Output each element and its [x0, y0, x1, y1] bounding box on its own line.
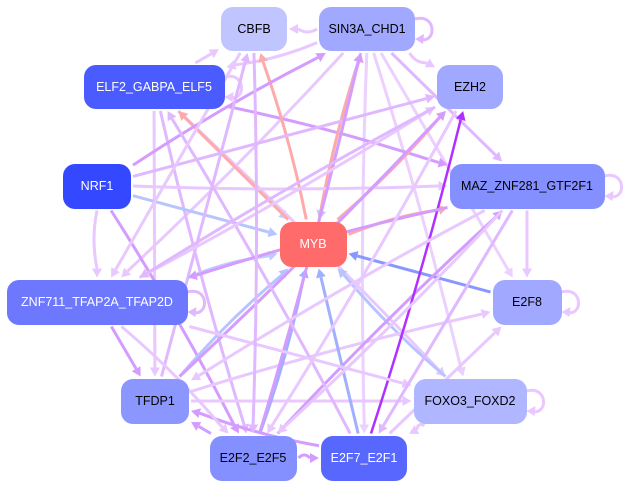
- edge-e2f7-e2f1-to-elf2-gabpa-elf5: [167, 111, 352, 435]
- arrowhead: [167, 111, 177, 122]
- arrowhead: [191, 371, 202, 381]
- arrowhead: [561, 307, 571, 317]
- edge-foxo3-foxd2-to-e2f7-e2f1: [409, 423, 426, 434]
- edge-e2f8-to-e2f8: [561, 289, 580, 317]
- arrowhead: [604, 191, 614, 201]
- arrowhead: [277, 423, 288, 434]
- edge-maz-znf281-gtf2f1-to-e2f2-e2f5: [277, 209, 504, 434]
- arrowhead: [402, 396, 412, 406]
- edge-ezh2-to-znf711-tfap2a-tfap2d: [139, 105, 436, 278]
- arrowhead: [348, 251, 359, 261]
- node-foxo3-foxd2[interactable]: FOXO3_FOXD2: [413, 378, 527, 424]
- arrowhead: [437, 157, 448, 168]
- edge-nrf1-to-znf711-tfap2a-tfap2d: [92, 210, 102, 278]
- arrowhead: [337, 268, 348, 279]
- edge-maz-znf281-gtf2f1-to-tfdp1: [191, 209, 486, 381]
- edge-tfdp1-to-foxo3-foxd2: [191, 396, 412, 406]
- edge-e2f7-e2f1-to-myb: [316, 268, 360, 434]
- edge-elf2-gabpa-elf5-to-elf2-gabpa-elf5: [224, 74, 243, 102]
- edge-znf711-tfap2a-tfap2d-to-znf711-tfap2a-tfap2d: [187, 289, 206, 317]
- edge-nrf1-to-sin3a-chd1: [132, 53, 326, 167]
- arrowhead: [92, 268, 102, 278]
- edge-sin3a-chd1-to-znf711-tfap2a-tfap2d: [121, 51, 345, 278]
- arrowhead: [149, 367, 160, 377]
- arrowhead: [424, 58, 435, 68]
- node-e2f2-e2f5[interactable]: E2F2_E2F5: [209, 435, 297, 481]
- node-sin3a-chd1[interactable]: SIN3A_CHD1: [319, 7, 415, 51]
- arrowhead: [208, 49, 219, 59]
- arrowhead: [178, 111, 189, 121]
- arrowhead: [187, 270, 198, 280]
- arrowhead: [526, 406, 536, 416]
- arrowhead: [455, 111, 466, 122]
- arrowhead: [315, 53, 326, 62]
- edge-znf711-tfap2a-tfap2d-to-e2f2-e2f5: [120, 325, 229, 434]
- arrowhead: [409, 425, 420, 434]
- arrowhead: [503, 267, 513, 278]
- arrowhead: [224, 92, 234, 102]
- edge-maz-znf281-gtf2f1-to-e2f8: [522, 210, 532, 278]
- edge-e2f7-e2f1-to-ezh2: [369, 111, 466, 434]
- node-e2f8[interactable]: E2F8: [492, 279, 562, 325]
- arrowhead: [267, 423, 277, 434]
- node-elf2-gabpa-elf5[interactable]: ELF2_GABPA_ELF5: [83, 65, 225, 109]
- edge-elf2-gabpa-elf5-to-maz-znf281-gtf2f1: [226, 104, 448, 168]
- arrowhead: [316, 268, 326, 279]
- edge-maz-znf281-gtf2f1-to-maz-znf281-gtf2f1: [604, 173, 623, 201]
- arrowhead: [218, 423, 229, 434]
- node-nrf1[interactable]: NRF1: [63, 163, 131, 209]
- arrowhead: [248, 424, 259, 434]
- arrowhead: [359, 424, 370, 434]
- arrowhead: [191, 421, 202, 431]
- edge-myb-to-cbfb: [258, 53, 308, 220]
- arrowhead: [480, 309, 491, 319]
- edge-sin3a-chd1-to-e2f7-e2f1: [359, 52, 370, 434]
- arrowhead: [522, 268, 532, 278]
- node-tfdp1[interactable]: TFDP1: [121, 378, 189, 424]
- arrowhead: [378, 423, 388, 434]
- arrowhead: [240, 53, 251, 63]
- edge-nrf1-to-myb: [132, 194, 278, 237]
- arrowhead: [191, 408, 201, 419]
- arrowhead: [187, 307, 197, 317]
- edge-foxo3-foxd2-to-foxo3-foxd2: [526, 388, 545, 416]
- arrowhead: [289, 24, 298, 34]
- edge-elf2-gabpa-elf5-to-tfdp1: [149, 110, 160, 377]
- edge-e2f2-e2f5-to-tfdp1: [191, 421, 212, 435]
- edge-nrf1-to-ezh2: [132, 93, 435, 178]
- arrowhead: [131, 366, 141, 377]
- edge-tfdp1-to-cbfb: [160, 53, 251, 377]
- edge-maz-znf281-gtf2f1-to-e2f7-e2f1: [378, 209, 514, 434]
- arrowhead: [139, 268, 150, 278]
- arrowhead: [436, 111, 446, 121]
- node-cbfb[interactable]: CBFB: [221, 7, 287, 51]
- arrowhead: [310, 453, 319, 463]
- arrowhead: [415, 34, 424, 44]
- edge-ezh2-to-e2f2-e2f5: [267, 110, 458, 434]
- arrowhead: [492, 151, 503, 162]
- edge-e2f2-e2f5-to-e2f7-e2f1: [297, 453, 319, 463]
- node-znf711-tfap2a-tfap2d[interactable]: ZNF711_TFAP2A_TFAP2D: [6, 279, 188, 325]
- arrowhead: [121, 267, 132, 278]
- edge-znf711-tfap2a-tfap2d-to-tfdp1: [110, 325, 141, 377]
- edge-sin3a-chd1-to-sin3a-chd1: [414, 16, 434, 44]
- arrowhead: [267, 227, 278, 237]
- node-e2f7-e2f1[interactable]: E2F7_E2F1: [321, 435, 407, 481]
- edge-sin3a-chd1-to-cbfb: [289, 24, 318, 34]
- node-myb[interactable]: MYB: [279, 221, 347, 267]
- edge-cbfb-to-e2f2-e2f5: [248, 52, 259, 434]
- arrowhead: [111, 267, 120, 278]
- node-ezh2[interactable]: EZH2: [437, 65, 503, 109]
- arrowhead: [491, 326, 502, 337]
- arrowhead: [353, 53, 364, 63]
- arrowhead: [425, 93, 435, 104]
- edge-elf2-gabpa-elf5-to-cbfb: [194, 49, 219, 65]
- edge-cbfb-to-znf711-tfap2a-tfap2d: [111, 52, 242, 278]
- node-maz-znf281-gtf2f1[interactable]: MAZ_ZNF281_GTF2F1: [449, 163, 605, 209]
- edge-sin3a-chd1-to-ezh2: [408, 52, 435, 68]
- arrowhead: [258, 53, 268, 64]
